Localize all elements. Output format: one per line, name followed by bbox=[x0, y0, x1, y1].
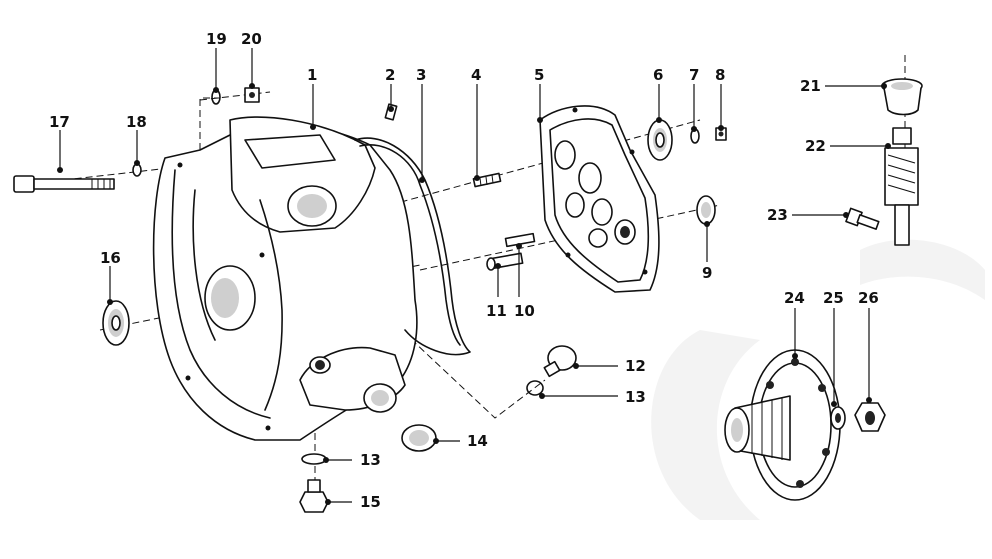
callout-24: 24 bbox=[784, 289, 805, 307]
bolt-23 bbox=[845, 207, 880, 230]
callout-25: 25 bbox=[823, 289, 844, 307]
callout-23: 23 bbox=[767, 206, 788, 224]
bolt-17 bbox=[13, 175, 115, 193]
callout-15: 15 bbox=[360, 493, 381, 511]
callout-21: 21 bbox=[800, 77, 821, 95]
callout-11: 11 bbox=[486, 302, 507, 320]
leader-lines bbox=[57, 48, 891, 505]
washer-13-upper bbox=[526, 380, 544, 396]
washer-25 bbox=[830, 406, 846, 430]
oil-seal-6 bbox=[647, 119, 673, 161]
callout-3: 3 bbox=[416, 66, 426, 84]
bushing-21 bbox=[881, 78, 923, 116]
callout-13-upper: 13 bbox=[625, 388, 646, 406]
housing-gasket bbox=[354, 137, 471, 356]
callout-6: 6 bbox=[653, 66, 663, 84]
nut-20 bbox=[244, 87, 260, 103]
drain-plug-15 bbox=[299, 479, 329, 513]
callout-26: 26 bbox=[858, 289, 879, 307]
callout-1: 1 bbox=[307, 66, 317, 84]
callout-10: 10 bbox=[514, 302, 535, 320]
callout-labels: 1 2 3 4 5 6 7 8 9 10 11 12 13 13 14 15 1… bbox=[49, 30, 879, 511]
drive-gear-22 bbox=[884, 127, 919, 246]
callout-14: 14 bbox=[467, 432, 488, 450]
output-flange-24 bbox=[724, 349, 841, 501]
callout-17: 17 bbox=[49, 113, 70, 131]
callout-16: 16 bbox=[100, 249, 121, 267]
nut-26 bbox=[854, 402, 886, 432]
callout-13-lower: 13 bbox=[360, 451, 381, 469]
pin-11 bbox=[486, 252, 524, 271]
washer-13-lower bbox=[301, 453, 327, 465]
callout-4: 4 bbox=[471, 66, 481, 84]
callout-9: 9 bbox=[702, 264, 712, 282]
background-watermark bbox=[651, 239, 985, 520]
gearbox-housing bbox=[152, 116, 418, 441]
callout-7: 7 bbox=[689, 66, 699, 84]
callout-12: 12 bbox=[625, 357, 646, 375]
seal-9 bbox=[696, 195, 716, 225]
seal-14 bbox=[401, 424, 437, 452]
callout-22: 22 bbox=[805, 137, 826, 155]
callout-20: 20 bbox=[241, 30, 262, 48]
stud-4 bbox=[472, 172, 502, 188]
callout-18: 18 bbox=[126, 113, 147, 131]
cover-plate bbox=[539, 105, 660, 293]
oil-seal-16 bbox=[102, 300, 130, 346]
callout-19: 19 bbox=[206, 30, 227, 48]
callout-5: 5 bbox=[534, 66, 544, 84]
callout-2: 2 bbox=[385, 66, 395, 84]
plug-12 bbox=[543, 345, 577, 378]
callout-8: 8 bbox=[715, 66, 725, 84]
